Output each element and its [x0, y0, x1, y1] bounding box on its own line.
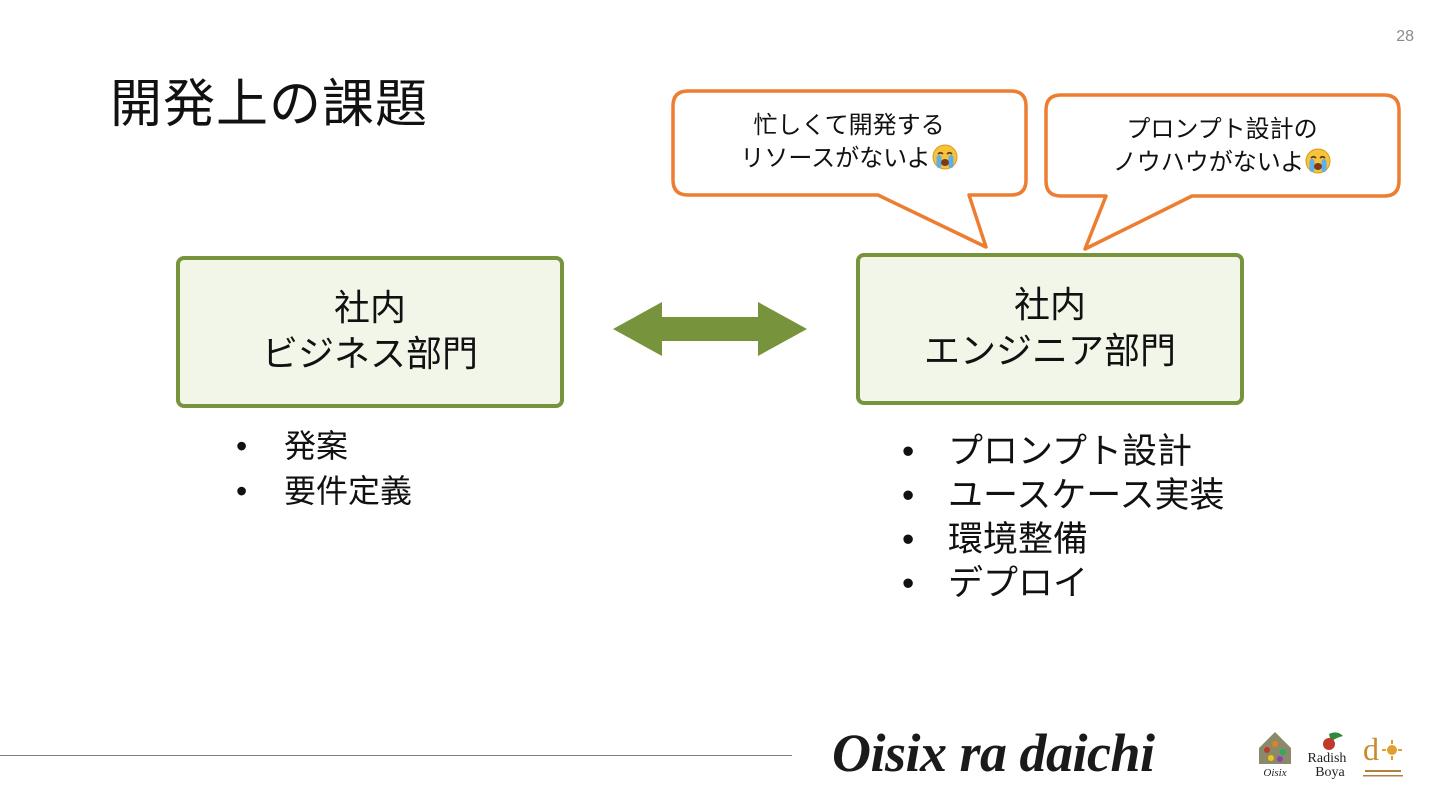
list-item: プロンプト設計 — [902, 430, 1225, 474]
business-dept-line1: 社内 — [333, 288, 406, 329]
business-dept-box: 社内 ビジネス部門 — [176, 256, 564, 408]
engineer-dept-box: 社内 エンジニア部門 — [856, 253, 1244, 405]
business-dept-line2: ビジネス部門 — [261, 334, 478, 375]
engineer-dept-line1: 社内 — [1013, 285, 1086, 326]
svg-text:Oisix: Oisix — [1263, 767, 1286, 779]
svg-text:d: d — [1363, 731, 1379, 767]
slide-title: 開発上の課題 — [110, 75, 429, 135]
bubble-prompt-line2-wrap: ノウハウがないよ — [1113, 146, 1332, 179]
business-task-list: 発案 要件定義 — [236, 424, 412, 514]
list-item: デプロイ — [902, 562, 1225, 606]
bubble-resource-line2: リソースがないよ — [740, 144, 931, 172]
daichi-logo: d — [1363, 731, 1403, 777]
bubble-prompt: プロンプト設計の ノウハウがないよ — [1045, 94, 1399, 198]
svg-text:Radish: Radish — [1308, 751, 1347, 766]
bubble-resource: 忙しくて開発する リソースがないよ — [672, 90, 1026, 194]
oisix-logo: Oisix — [1259, 732, 1291, 779]
list-item: 環境整備 — [902, 518, 1225, 562]
brand-logo: Oisix ra daichi — [832, 723, 1155, 783]
bubble-prompt-line2: ノウハウがないよ — [1112, 148, 1305, 176]
list-item: ユースケース実装 — [902, 474, 1225, 518]
double-headed-arrow-icon — [613, 302, 807, 356]
bubble-resource-line1: 忙しくて開発する — [753, 111, 945, 139]
engineer-task-list: プロンプト設計 ユースケース実装 環境整備 デプロイ — [902, 430, 1225, 606]
engineer-dept-line2: エンジニア部門 — [923, 331, 1176, 372]
list-item: 要件定義 — [236, 469, 412, 514]
page-number: 28 — [1396, 28, 1414, 45]
loudly-crying-face-icon — [1305, 148, 1331, 174]
loudly-crying-face-icon — [932, 144, 958, 170]
footer-divider — [0, 755, 792, 756]
bubble-prompt-line1: プロンプト設計の — [1126, 115, 1318, 143]
radish-boya-logo: Radish Boya — [1308, 732, 1347, 780]
svg-text:Boya: Boya — [1315, 765, 1345, 780]
list-item: 発案 — [236, 424, 412, 469]
bubble-resource-line2-wrap: リソースがないよ — [740, 142, 958, 175]
